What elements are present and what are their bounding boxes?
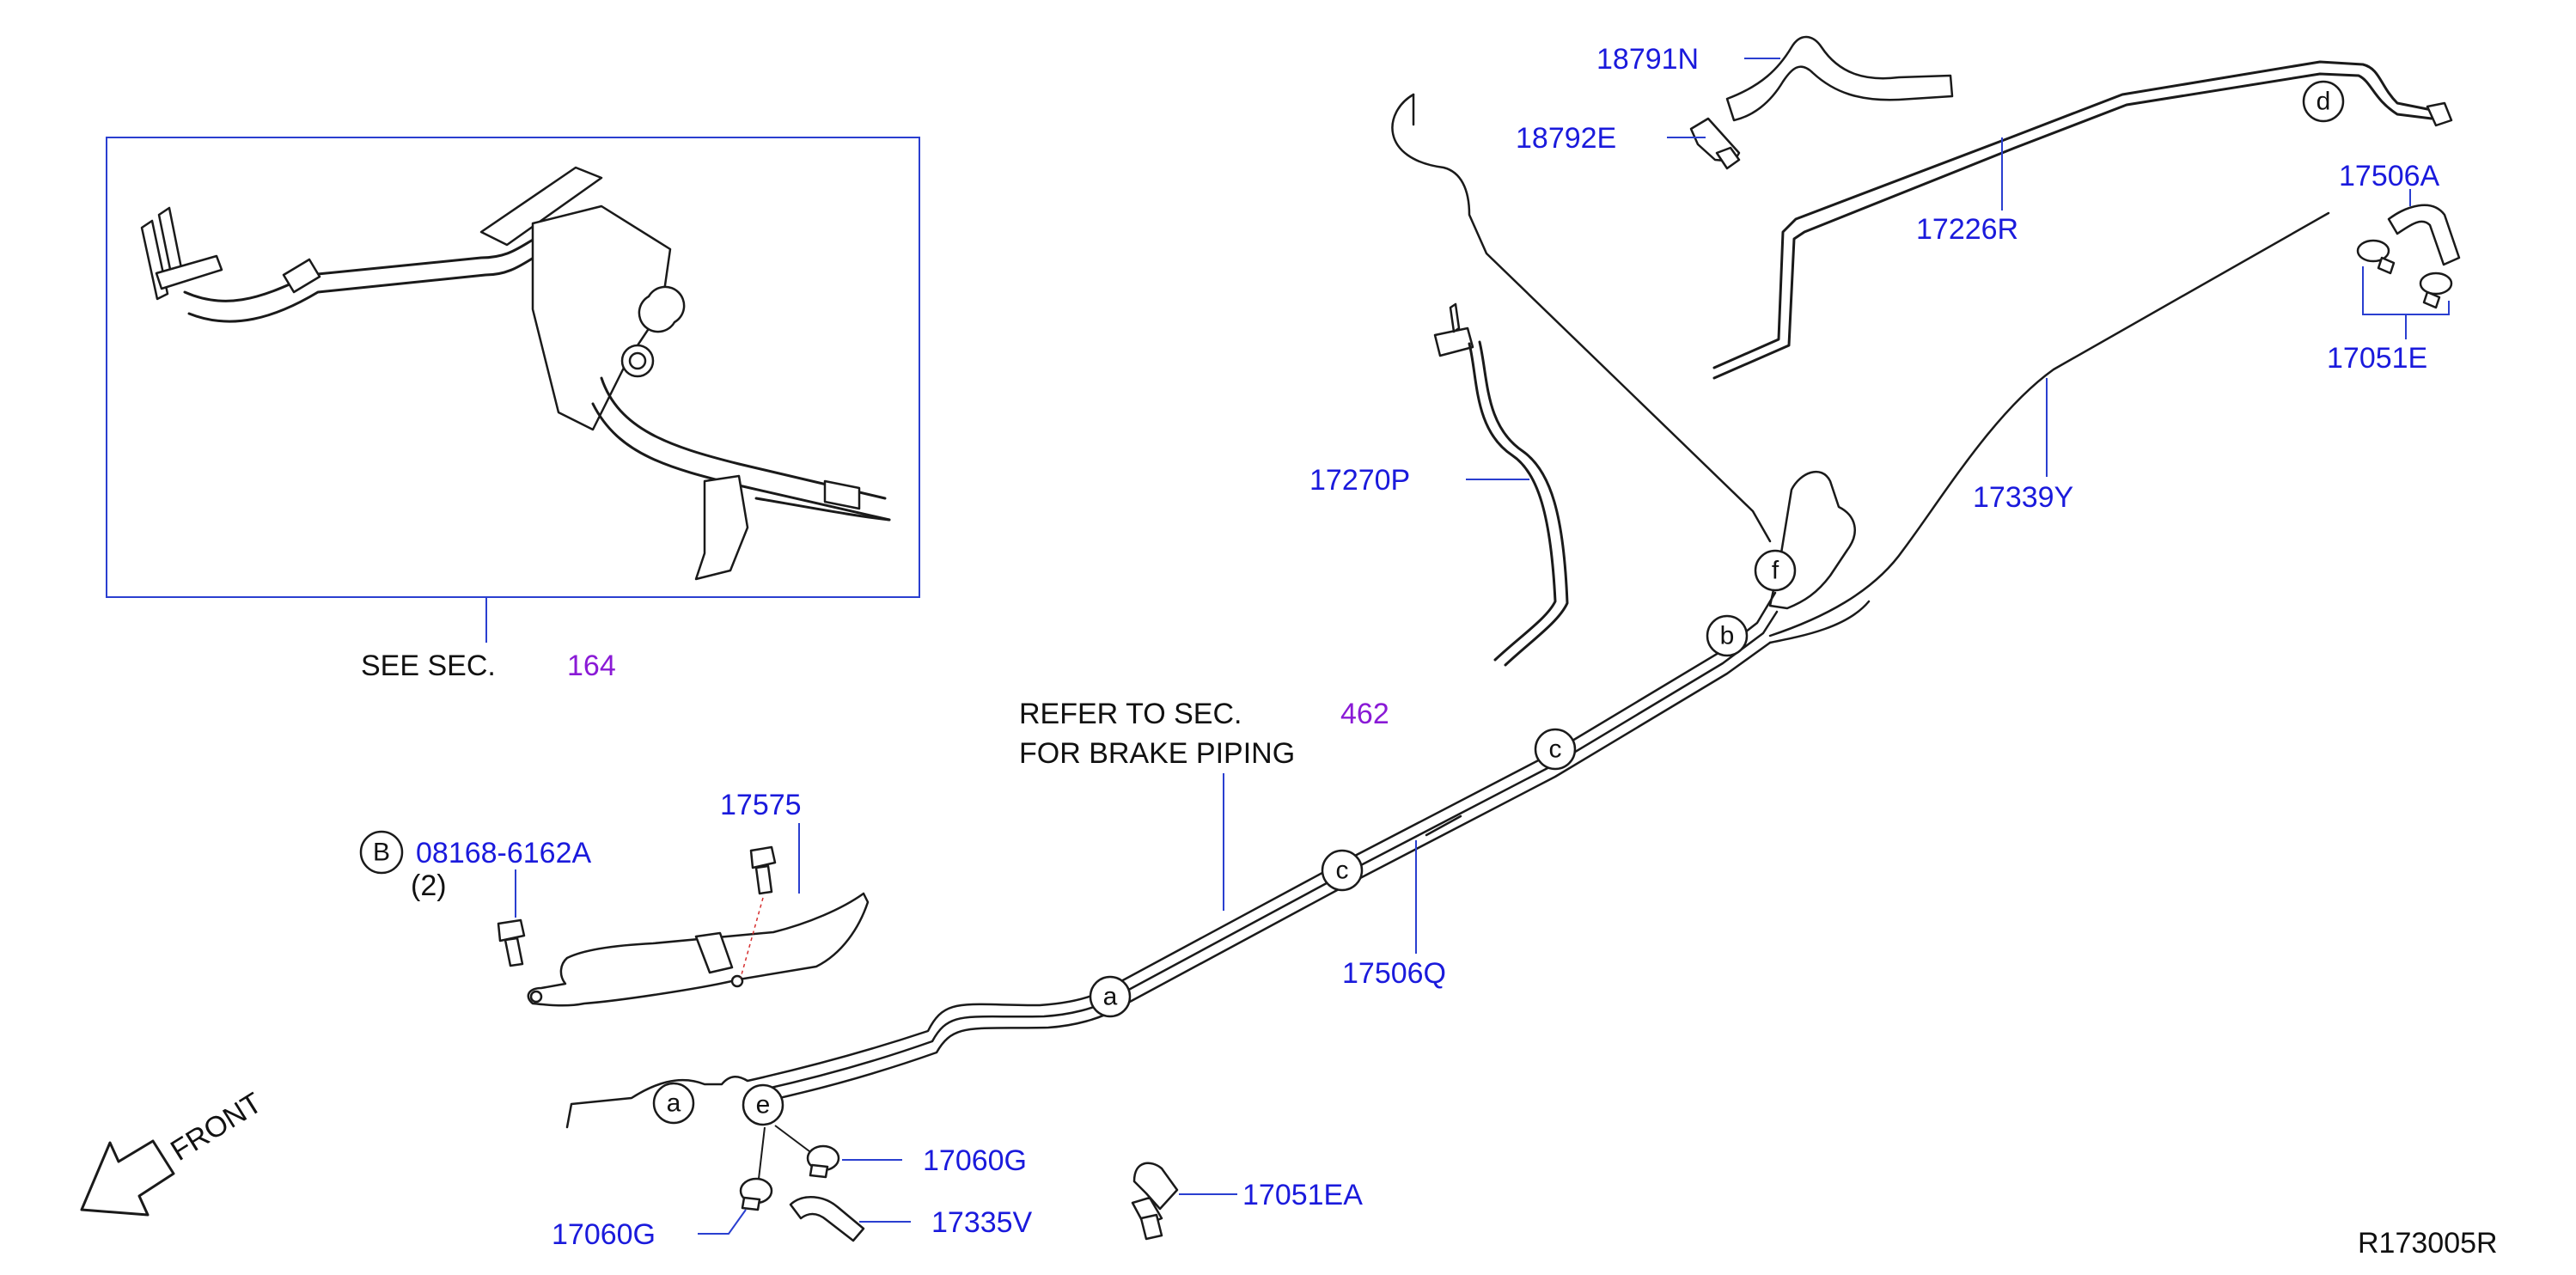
part-17335V[interactable]: 17335V (931, 1206, 1033, 1239)
part-17270P[interactable]: 17270P (1309, 464, 1410, 497)
part-17060G-right[interactable]: 17060G (923, 1144, 1027, 1177)
marker-a-lower: a (652, 1082, 695, 1125)
part-17226R[interactable]: 17226R (1916, 213, 2018, 246)
part-17051EA[interactable]: 17051EA (1242, 1179, 1363, 1211)
svg-text:c: c (1336, 857, 1349, 885)
part-18792E[interactable]: 18792E (1516, 122, 1616, 155)
part-17506Q[interactable]: 17506Q (1342, 957, 1446, 990)
part-18791N[interactable]: 18791N (1596, 43, 1699, 76)
marker-c-lower: c (1321, 849, 1364, 892)
front-label: FRONT (165, 1087, 267, 1168)
svg-text:B: B (373, 839, 390, 867)
marker-b: b (1706, 614, 1749, 657)
hose-17270P (1433, 302, 1569, 667)
marker-c-upper: c (1534, 728, 1577, 771)
svg-text:b: b (1720, 622, 1735, 650)
refer-line-2: FOR BRAKE PIPING (1019, 737, 1295, 770)
vapor-line-17339Y (1768, 211, 2330, 638)
tube-17226R (1712, 60, 2453, 380)
part-17339Y[interactable]: 17339Y (1973, 481, 2073, 514)
svg-text:f: f (1772, 557, 1779, 585)
marker-bolt-B: B (359, 830, 404, 875)
part-08168-qty: (2) (411, 869, 447, 902)
marker-f: f (1754, 549, 1797, 592)
marker-e: e (742, 1083, 784, 1126)
part-17060G-left[interactable]: 17060G (552, 1218, 656, 1251)
clamp-17060G-right (806, 1144, 840, 1179)
svg-text:a: a (667, 1089, 681, 1118)
svg-text:d: d (2317, 88, 2331, 116)
line-to-f (1391, 93, 1772, 543)
protector-17575 (527, 892, 870, 1007)
hose-17506A (2387, 204, 2461, 266)
hose-18791N (1725, 35, 1954, 122)
inset-box (106, 137, 920, 643)
hose-17335V (789, 1195, 865, 1242)
refer-sec-number[interactable]: 462 (1340, 698, 1389, 730)
filler-neck-assembly (140, 166, 891, 581)
clamp-17060G-left (739, 1177, 773, 1211)
see-sec-label: SEE SEC. (361, 650, 496, 682)
svg-text:e: e (756, 1091, 771, 1119)
marker-d: d (2302, 80, 2345, 123)
bolt-08168 (497, 918, 526, 967)
marker-a-upper: a (1089, 975, 1132, 1018)
refer-line-1: REFER TO SEC. (1019, 698, 1242, 730)
part-08168-6162A[interactable]: 08168-6162A (416, 837, 592, 869)
part-17575[interactable]: 17575 (720, 789, 802, 821)
svg-text:c: c (1549, 735, 1562, 764)
see-sec-number[interactable]: 164 (567, 650, 616, 682)
diagram-id: R173005R (2358, 1227, 2498, 1260)
clip-17051EA (1131, 1162, 1179, 1241)
bolt-17575 (749, 845, 777, 895)
front-arrow-icon (80, 1139, 175, 1217)
svg-text:a: a (1103, 983, 1118, 1011)
part-17506A[interactable]: 17506A (2339, 160, 2440, 192)
clamps-17051E (2356, 239, 2453, 309)
part-17051E[interactable]: 17051E (2327, 342, 2427, 375)
connector-18792E (1689, 117, 1741, 170)
